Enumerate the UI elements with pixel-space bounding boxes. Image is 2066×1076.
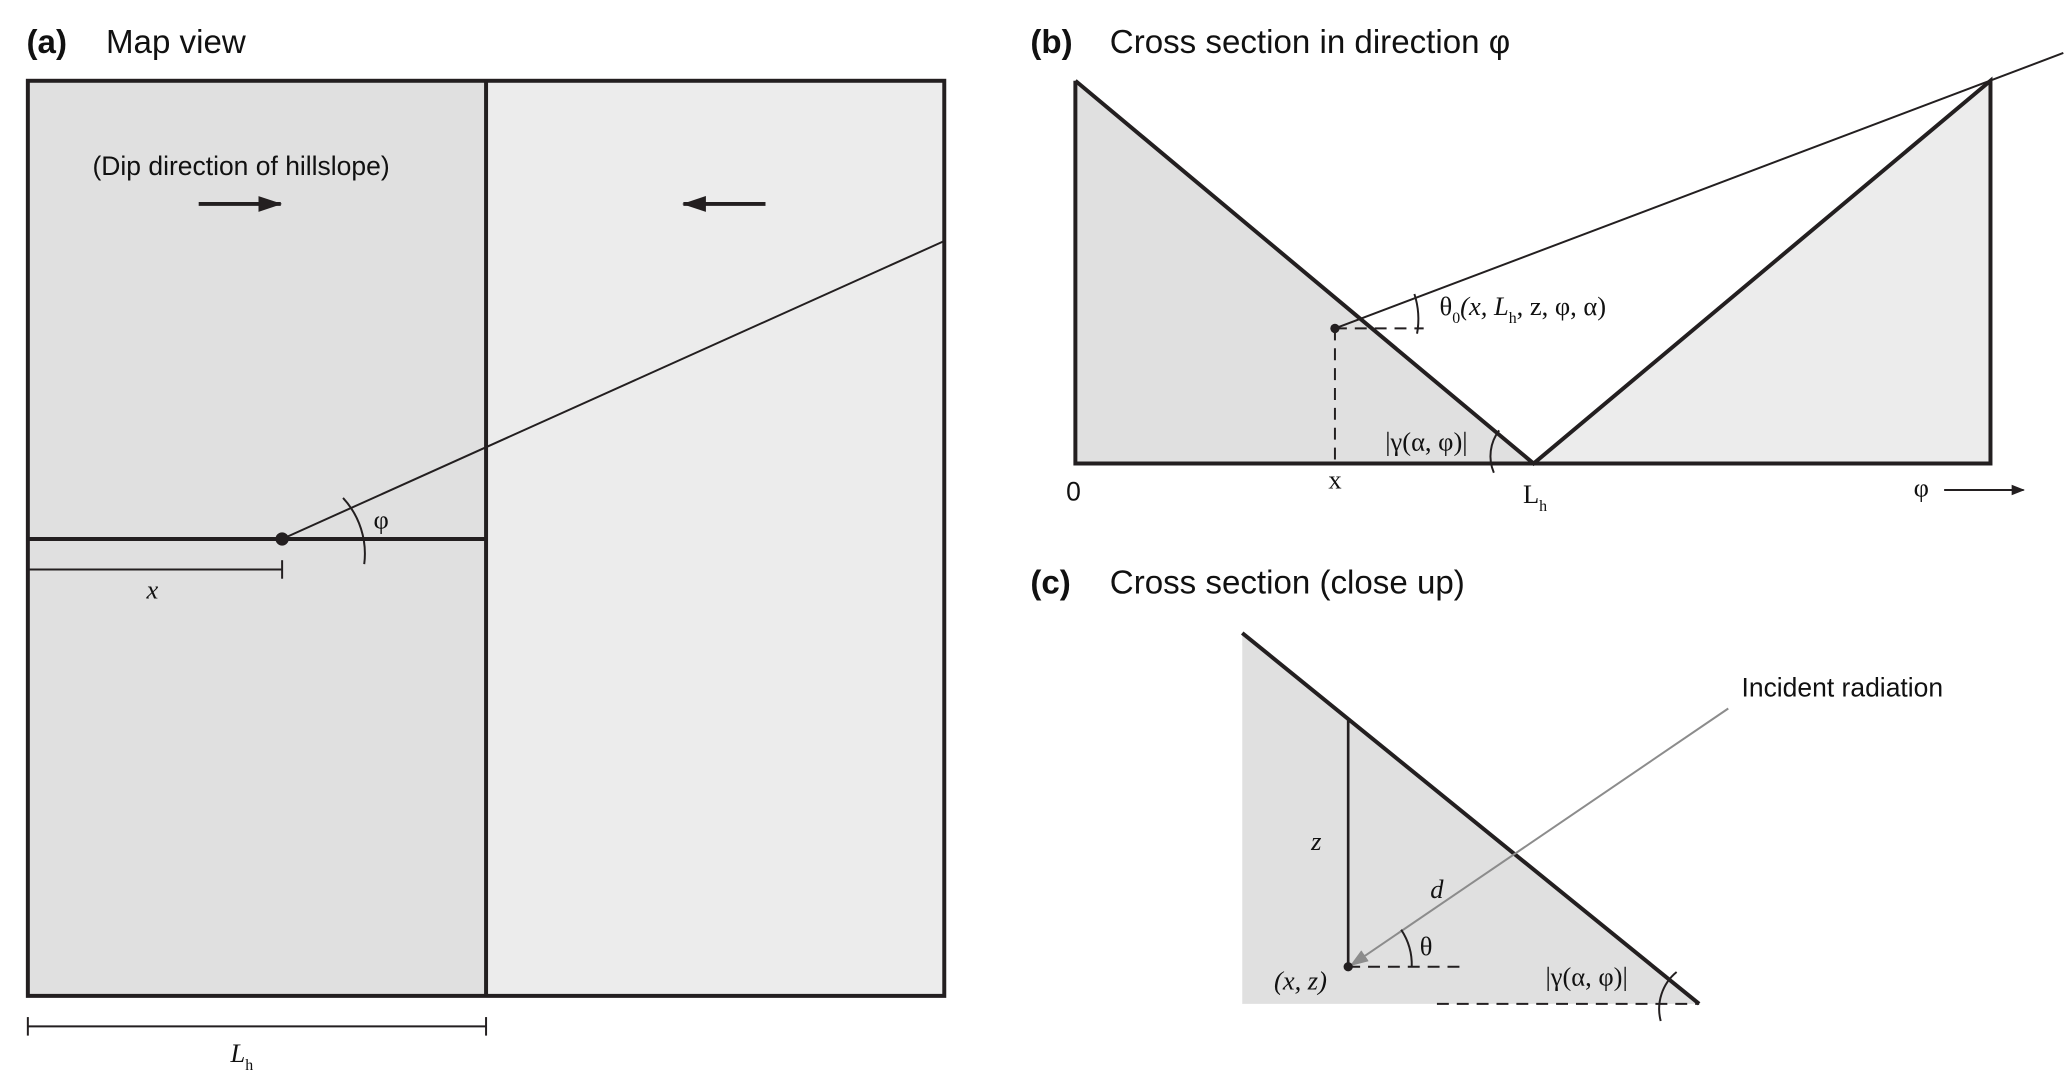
theta-angle-arc xyxy=(1400,929,1413,967)
panel-a-title: Map view xyxy=(106,24,246,61)
x-scale-bar xyxy=(26,560,284,579)
point-label: (x, z) xyxy=(1274,965,1327,995)
z-label: z xyxy=(1310,826,1321,856)
theta0-label: θ0(x, Lh, z, φ, α) xyxy=(1440,291,1607,327)
horizon-ray xyxy=(1334,52,2064,330)
hillslope-right xyxy=(486,80,945,996)
gamma-label-c: |γ(α, φ)| xyxy=(1546,961,1628,991)
panel-c-title: Cross section (close up) xyxy=(1110,564,1465,601)
gamma-label-b: |γ(α, φ)| xyxy=(1385,426,1467,456)
phi-label: φ xyxy=(373,504,388,534)
panel-a: (a) Map view φ (Dip direction of hillslo… xyxy=(25,24,947,1074)
theta-label: θ xyxy=(1420,931,1433,961)
panel-c: (c) Cross section (close up) Incident ra… xyxy=(1030,564,1944,1022)
point-marker xyxy=(275,532,289,546)
gamma-angle-arc xyxy=(1489,429,1500,474)
point-marker-b xyxy=(1330,323,1340,334)
zero-tick: 0 xyxy=(1066,477,1081,507)
x-tick: x xyxy=(1328,465,1341,495)
lh-scale-bar xyxy=(26,1017,488,1036)
slope-surface xyxy=(1240,631,1701,1006)
incident-ray-arrow-icon xyxy=(1349,707,1729,967)
x-label: x xyxy=(145,575,158,605)
lh-tick: Lh xyxy=(1523,479,1547,515)
panel-b-letter: (b) xyxy=(1030,24,1072,61)
theta0-angle-arc xyxy=(1413,293,1420,334)
panel-b: (b) Cross section in direction φ θ0(x, L… xyxy=(1030,24,2064,515)
view-direction-line xyxy=(281,240,945,540)
panel-b-title: Cross section in direction φ xyxy=(1110,24,1510,61)
point-marker-c xyxy=(1343,962,1353,972)
dip-direction-label: (Dip direction of hillslope) xyxy=(92,151,389,181)
d-label: d xyxy=(1430,874,1444,904)
incident-radiation-label: Incident radiation xyxy=(1742,673,1944,703)
lh-label: Lh xyxy=(229,1038,253,1074)
phi-angle-arc xyxy=(342,497,366,565)
panel-c-letter: (c) xyxy=(1030,564,1070,601)
phi-axis-label: φ xyxy=(1914,473,1929,503)
gamma-angle-arc-c xyxy=(1658,971,1678,1022)
panel-a-letter: (a) xyxy=(27,24,67,61)
valley-profile xyxy=(1073,76,1993,467)
